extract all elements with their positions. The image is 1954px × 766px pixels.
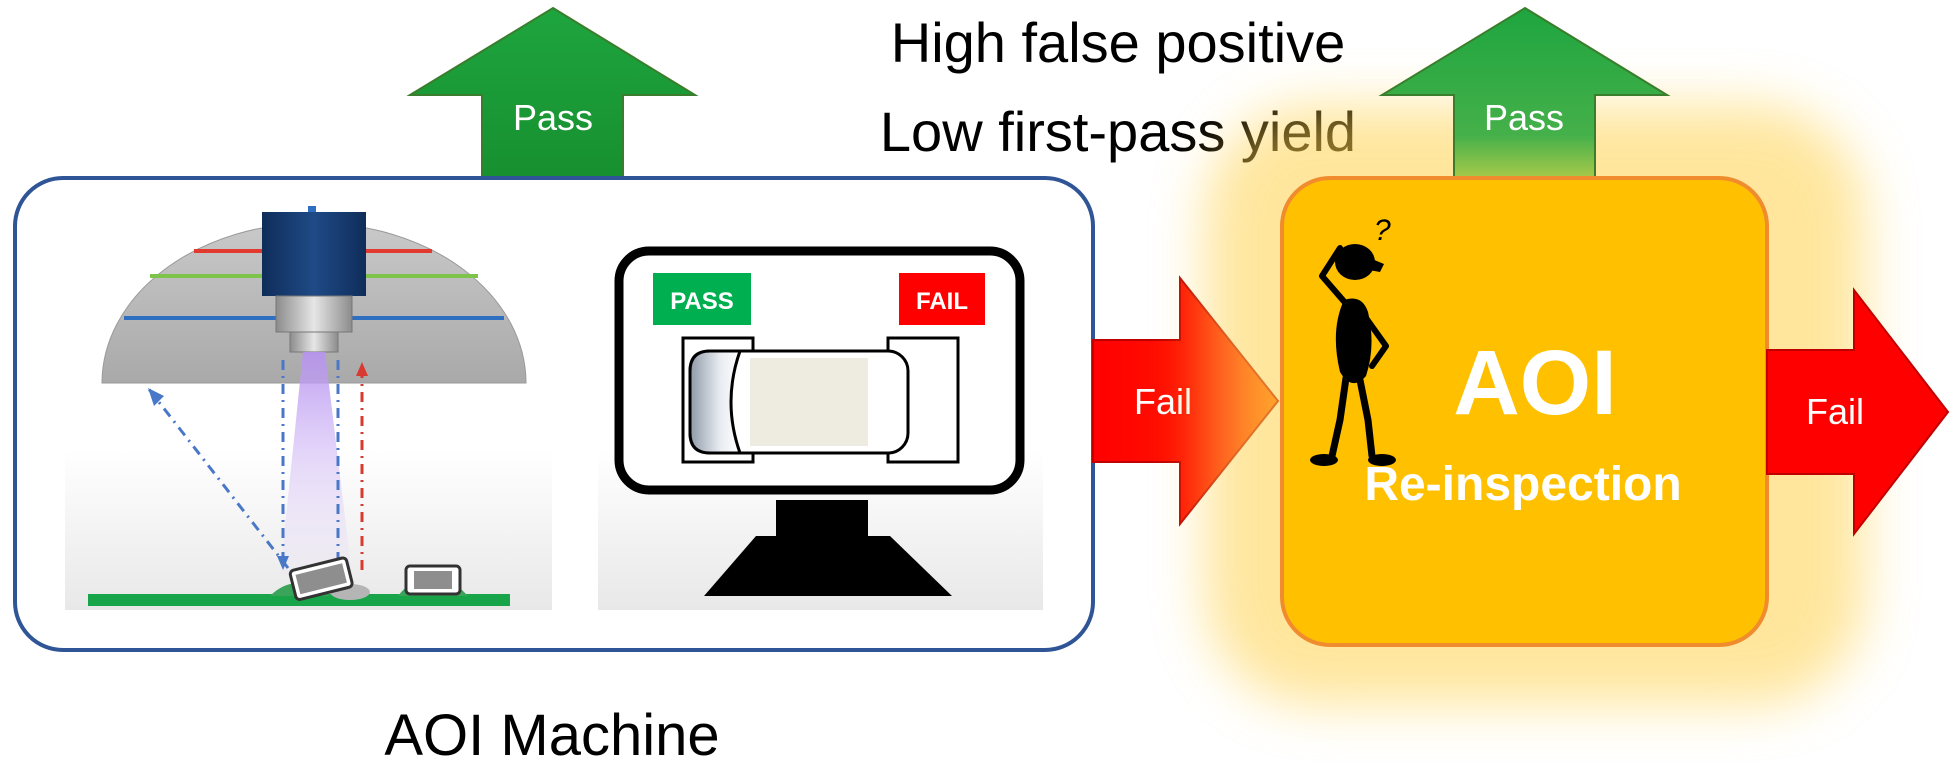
- chip-end-cap: [688, 349, 743, 455]
- light-beam: [280, 352, 352, 575]
- thinking-person-icon: ?: [1310, 214, 1396, 466]
- monitor-neck: [776, 500, 868, 536]
- fail-arrow-right-label: Fail: [1806, 391, 1864, 432]
- pass-arrow-right-label: Pass: [1484, 97, 1564, 138]
- reinspection-subtitle: Re-inspection: [1364, 458, 1681, 511]
- monitor-pass-label: PASS: [670, 288, 734, 315]
- tilted-component: [288, 556, 354, 601]
- inspection-illustration: [65, 206, 552, 610]
- camera-lens: [275, 295, 353, 333]
- chip-body: [750, 358, 868, 446]
- aoi-machine-caption: AOI Machine: [384, 703, 719, 766]
- camera-body: [262, 212, 366, 296]
- header-line-1: High false positive: [891, 11, 1345, 74]
- pass-arrow-left-label: Pass: [513, 97, 593, 138]
- question-mark: ?: [1374, 214, 1391, 247]
- reinspection-title: AOI: [1453, 332, 1617, 434]
- monitor-illustration: PASS FAIL: [598, 246, 1043, 610]
- pass-arrow-left: Pass: [406, 6, 699, 179]
- monitor-fail-badge: [899, 273, 985, 325]
- monitor-fail-label: FAIL: [916, 288, 968, 315]
- placed-component: [404, 564, 462, 596]
- monitor-pass-badge: [653, 273, 751, 325]
- fail-arrow-right: Fail: [1766, 287, 1950, 537]
- monitor-base: [704, 536, 952, 596]
- fail-arrow-middle-label: Fail: [1134, 381, 1192, 422]
